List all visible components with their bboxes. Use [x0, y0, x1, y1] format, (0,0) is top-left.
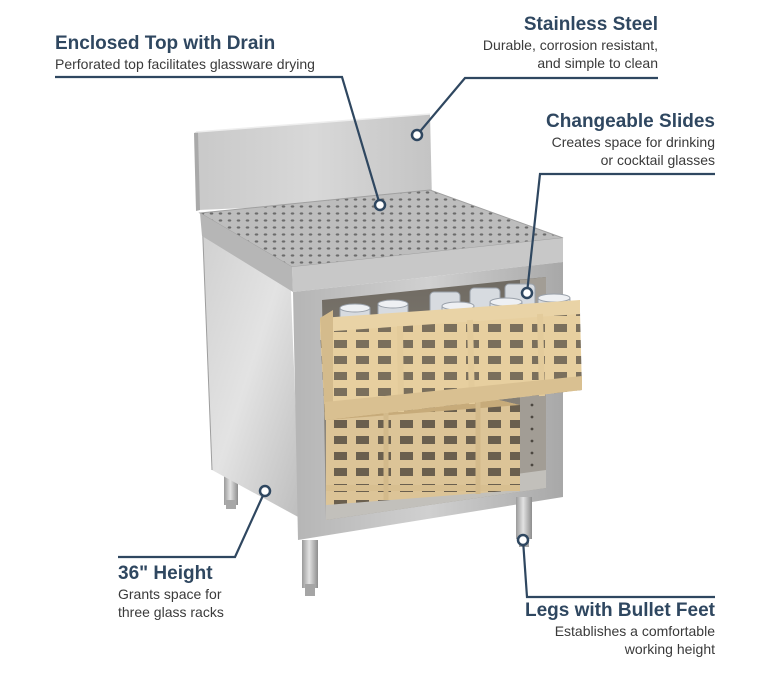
- callout-description: Perforated top facilitates glassware dry…: [55, 56, 315, 72]
- callout-description: Durable, corrosion resistant, and simple…: [482, 37, 658, 71]
- upper-glass-rack: [320, 300, 582, 420]
- callout-description: Establishes a comfortable working height: [554, 623, 715, 657]
- callout-legs: Legs with Bullet Feet Establishes a comf…: [525, 600, 715, 658]
- callout-title: Changeable Slides: [546, 111, 715, 132]
- callout-changeable-slides: Changeable Slides Creates space for drin…: [546, 111, 715, 169]
- callout-description: Creates space for drinking or cocktail g…: [551, 134, 715, 168]
- connector-changeable-slides: [525, 172, 715, 294]
- connector-stainless-steel: [416, 76, 658, 136]
- callout-height: 36" Height Grants space for three glass …: [118, 563, 224, 621]
- connector-legs: [521, 539, 715, 599]
- connector-enclosed-top: [55, 75, 382, 206]
- callout-title: 36" Height: [118, 563, 213, 584]
- marker-dot-enclosed-top: [373, 198, 387, 212]
- callout-stainless-steel: Stainless Steel Durable, corrosion resis…: [483, 14, 658, 72]
- callout-title: Stainless Steel: [523, 14, 658, 35]
- side-panel: [202, 215, 300, 518]
- front-left-leg: [302, 540, 318, 596]
- callout-enclosed-top: Enclosed Top with Drain Perforated top f…: [55, 33, 315, 73]
- callout-title: Enclosed Top with Drain: [55, 33, 276, 54]
- callout-connectors: [55, 75, 715, 599]
- callout-description: Grants space for three glass racks: [118, 586, 224, 620]
- callout-title: Legs with Bullet Feet: [524, 600, 715, 621]
- connector-height: [118, 490, 267, 559]
- marker-dot-legs: [516, 533, 530, 547]
- backsplash: [196, 114, 432, 210]
- marker-dot-height: [258, 484, 272, 498]
- marker-dot-changeable-slides: [520, 286, 534, 300]
- marker-dot-stainless-steel: [410, 128, 424, 142]
- perforated-top: [200, 190, 563, 267]
